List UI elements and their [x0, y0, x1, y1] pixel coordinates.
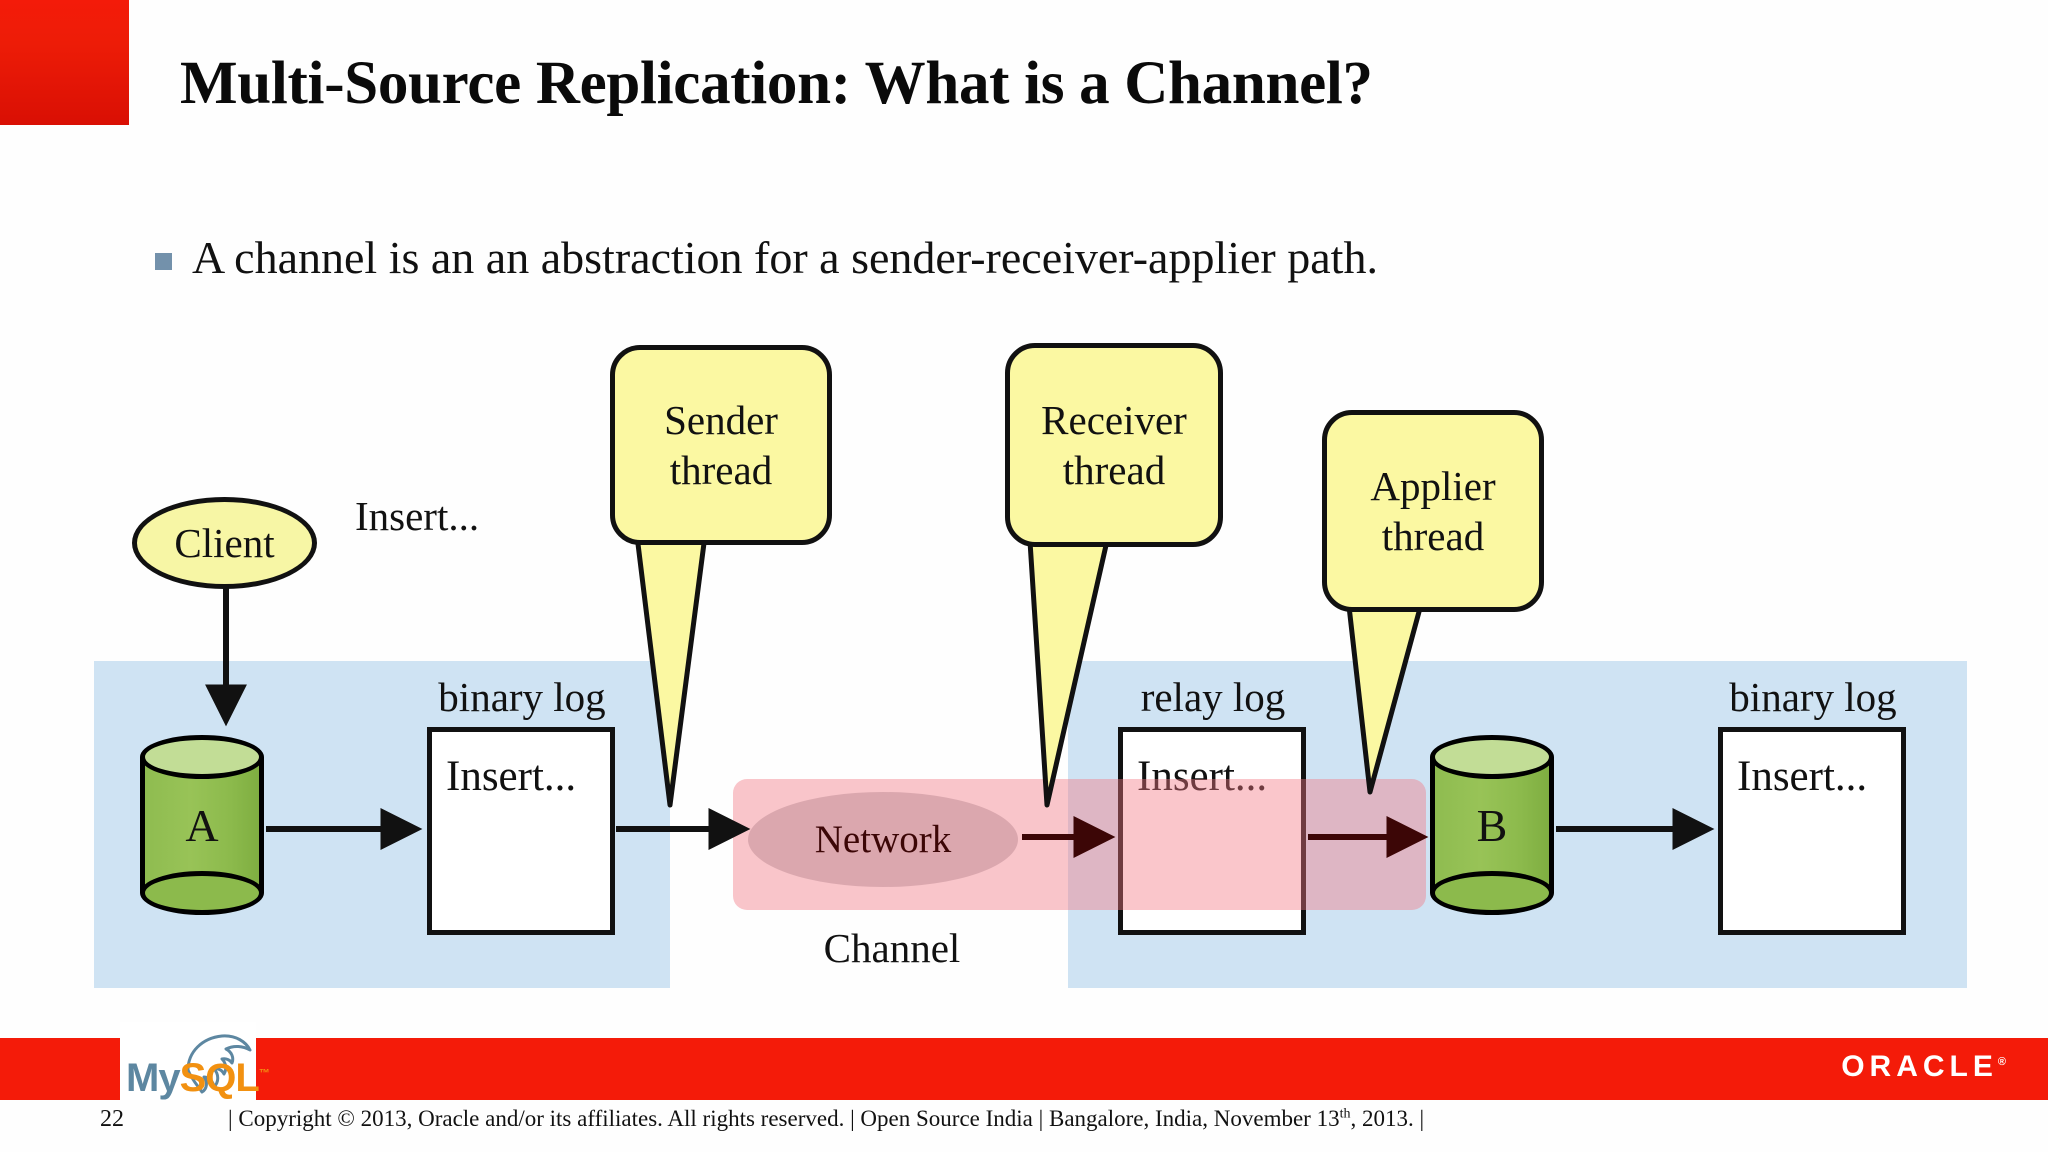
database-b-label: B [1476, 799, 1508, 851]
page-title: Multi-Source Replication: What is a Chan… [180, 50, 1373, 117]
footer-red-bar [0, 1038, 2048, 1100]
footer-copyright-head: | Copyright © 2013, Oracle and/or its af… [228, 1106, 1340, 1131]
footer-copyright-tail: , 2013. | [1350, 1106, 1425, 1131]
network-label: Network [814, 818, 952, 861]
binary-log-replica-label: binary log [1729, 674, 1897, 720]
callout-receiver-thread: Receiver thread [1005, 343, 1223, 808]
channel-label: Channel [823, 925, 961, 971]
relay-log-content: Insert... [1137, 753, 1268, 800]
binary-log-source-content: Insert... [446, 753, 577, 800]
oracle-trademark: ® [1997, 1056, 2006, 1068]
mysql-trademark: ™ [258, 1067, 270, 1080]
callout-bubble: Sender thread [610, 345, 832, 545]
mysql-sql-text: SQL [179, 1056, 260, 1100]
callout-line-1: Receiver [1041, 396, 1187, 443]
callout-bubble: Applier thread [1322, 410, 1544, 612]
oracle-wordmark: ORACLE [1841, 1050, 1998, 1083]
mysql-my-text: My [126, 1056, 181, 1100]
callout-line-2: thread [1381, 513, 1485, 559]
callout-line-2: thread [669, 447, 773, 493]
mysql-logo: MySQL™ [126, 1030, 270, 1102]
mysql-wordmark: MySQL™ [126, 1056, 270, 1100]
database-cylinder-b: B [1430, 735, 1554, 915]
relay-log-box: Insert... [1118, 727, 1306, 935]
database-cylinder-a: A [140, 735, 264, 915]
oracle-logo: ORACLE® [1841, 1050, 2006, 1084]
client-node: Client [132, 497, 317, 589]
binary-log-replica-content: Insert... [1737, 753, 1868, 800]
relay-log-label: relay log [1140, 674, 1286, 720]
callout-applier-thread: Applier thread [1322, 410, 1544, 795]
red-corner-block [0, 0, 129, 125]
bullet-row: A channel is an an abstraction for a sen… [155, 230, 1378, 285]
callout-bubble: Receiver thread [1005, 343, 1223, 547]
callout-line-2: thread [1062, 447, 1166, 493]
cylinder-bottom [140, 871, 264, 915]
cylinder-bottom [1430, 871, 1554, 915]
binary-log-source-label: binary log [438, 674, 606, 720]
binary-log-source-box: Insert... [427, 727, 615, 935]
network-ellipse [748, 792, 1018, 887]
database-a-label: A [185, 799, 219, 851]
bullet-marker-icon [155, 253, 172, 270]
callout-line-1: Sender [664, 396, 778, 443]
mysql-dolphin-icon [186, 1034, 252, 1094]
bullet-text: A channel is an an abstraction for a sen… [192, 232, 1378, 283]
footer-ordinal-suffix: th [1339, 1106, 1351, 1122]
cylinder-top [140, 735, 264, 779]
callout-sender-thread: Sender thread [610, 345, 832, 808]
callout-line-1: Applier [1370, 462, 1496, 509]
insert-statement-label: Insert... [355, 493, 480, 539]
cylinder-top [1430, 735, 1554, 779]
binary-log-replica-box: Insert... [1718, 727, 1906, 935]
footer-copyright: | Copyright © 2013, Oracle and/or its af… [228, 1106, 1424, 1132]
page-number: 22 [100, 1106, 124, 1132]
